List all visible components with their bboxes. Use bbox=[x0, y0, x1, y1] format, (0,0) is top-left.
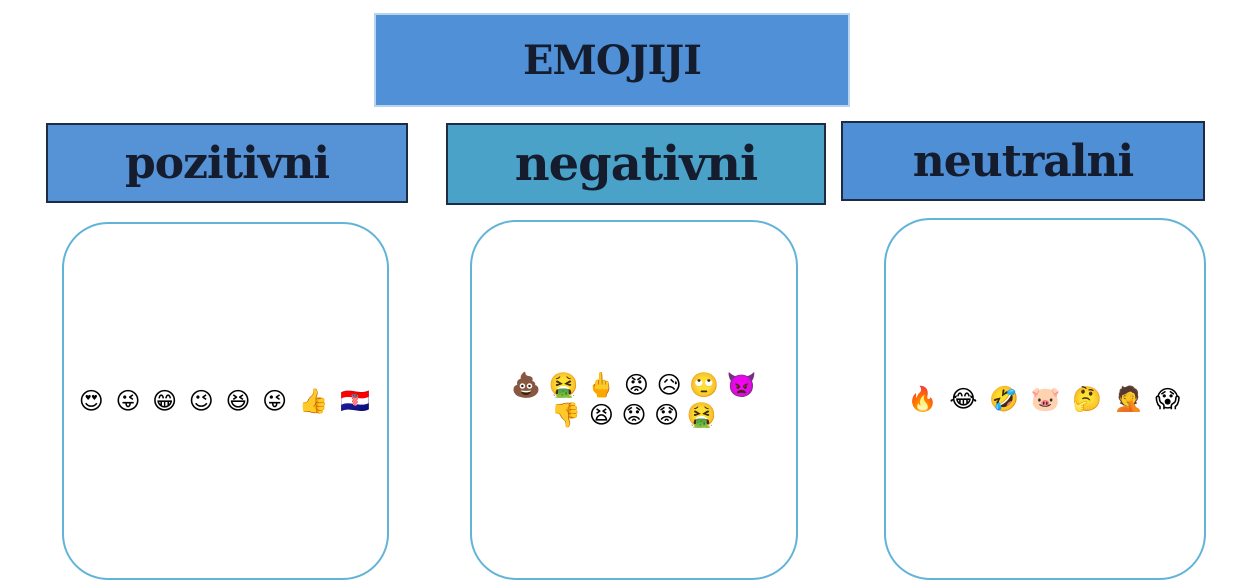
emoji-item: 😁 bbox=[152, 387, 180, 415]
category-label-positive: pozitivni bbox=[124, 137, 330, 189]
emoji-item: 🤔 bbox=[1072, 385, 1104, 413]
category-header-negative: negativni bbox=[446, 123, 826, 205]
category-header-neutral: neutralni bbox=[841, 121, 1205, 201]
emoji-item: 😟 bbox=[654, 401, 680, 429]
emoji-item: 👎 bbox=[551, 401, 582, 429]
emoji-list-negative: 💩 🤮 🖕 😡 😥 🙄 👿 👎 😫 😟 😟 🤮 bbox=[489, 370, 779, 430]
emoji-panel-positive: 😍 😜 😁 😉 😆 😜 👍 🇭🇷 bbox=[62, 222, 389, 580]
emoji-item: 🤮 bbox=[686, 401, 717, 429]
emoji-item: 🐷 bbox=[1030, 385, 1063, 413]
emoji-list-positive: 😍 😜 😁 😉 😆 😜 👍 🇭🇷 bbox=[69, 386, 382, 416]
emoji-item: 😟 bbox=[621, 401, 647, 429]
emoji-item: 🔥 bbox=[907, 385, 940, 413]
emoji-item: 😜 bbox=[115, 387, 143, 415]
emoji-list-neutral: 🔥 😂 🤣 🐷 🤔 🤦 😱 bbox=[898, 384, 1192, 414]
emoji-item: 👿 bbox=[726, 371, 757, 399]
emoji-panel-negative: 💩 🤮 🖕 😡 😥 🙄 👿 👎 😫 😟 😟 🤮 bbox=[470, 220, 798, 580]
category-label-neutral: neutralni bbox=[912, 135, 1134, 187]
emoji-item: 😡 bbox=[623, 371, 649, 399]
category-label-negative: negativni bbox=[514, 136, 759, 192]
emoji-panel-neutral: 🔥 😂 🤣 🐷 🤔 🤦 😱 bbox=[884, 218, 1206, 580]
emoji-item: 😫 bbox=[588, 401, 614, 429]
emoji-item: 🇭🇷 bbox=[340, 387, 373, 415]
emoji-item: 😥 bbox=[656, 371, 682, 399]
emoji-item: 🖕 bbox=[586, 371, 617, 399]
emoji-item: 🤮 bbox=[548, 371, 579, 399]
emoji-item: 😍 bbox=[78, 387, 106, 415]
emoji-item: 😆 bbox=[225, 387, 253, 415]
emoji-item: 😂 bbox=[949, 385, 980, 413]
page-title: EMOJIJI bbox=[523, 36, 702, 84]
emoji-item: 💩 bbox=[511, 371, 542, 399]
emoji-item: 🤣 bbox=[989, 385, 1021, 413]
emoji-item: 😉 bbox=[188, 387, 216, 415]
emoji-item: 🤦 bbox=[1113, 385, 1146, 413]
emoji-item: 😱 bbox=[1155, 385, 1183, 413]
emoji-item: 🙄 bbox=[689, 371, 720, 399]
category-header-positive: pozitivni bbox=[46, 123, 408, 203]
emoji-item: 👍 bbox=[298, 387, 331, 415]
emoji-item: 😜 bbox=[262, 387, 290, 415]
title-box: EMOJIJI bbox=[374, 13, 850, 107]
